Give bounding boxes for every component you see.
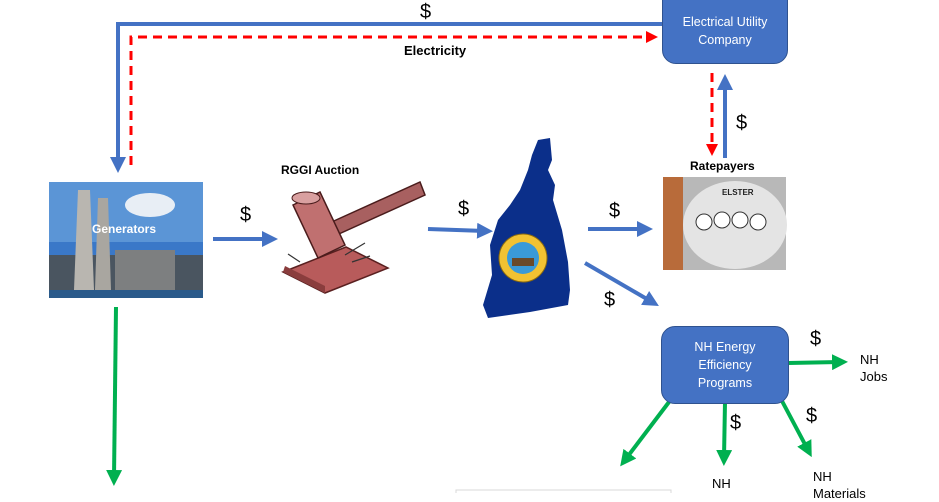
- electricity-arrow-generators-to-utility: [129, 31, 658, 165]
- green-arrow-to-materials: [780, 400, 812, 458]
- generators-label: Generators: [92, 222, 157, 236]
- generators-photo: [49, 182, 203, 298]
- dollar-generators-auction: $: [240, 204, 252, 226]
- dollar-materials: $: [806, 405, 818, 427]
- new-hampshire-map: [483, 138, 570, 318]
- ratepayers-label: Ratepayers: [690, 159, 755, 173]
- utility-company-label: Electrical Utility Company: [682, 15, 768, 47]
- green-arrow-down: [716, 401, 733, 466]
- green-arrow-generators-down: [106, 306, 123, 486]
- dollar-nh-ratepayers: $: [609, 200, 621, 222]
- money-arrow-utility-to-generators: [110, 22, 663, 173]
- meter-brand-text: ELSTER: [722, 188, 754, 197]
- dollar-jobs: $: [810, 328, 822, 350]
- dollar-auction-nh: $: [458, 198, 470, 220]
- dollar-down: $: [730, 412, 742, 434]
- dollar-ratepayers-utility: $: [736, 112, 748, 134]
- dollar-top: $: [420, 1, 432, 23]
- green-arrow-to-jobs: [787, 354, 848, 371]
- efficiency-programs-label: NH Energy Efficiency Programs: [694, 340, 756, 390]
- nh-jobs-label: NH Jobs: [860, 352, 888, 384]
- green-arrow-left-down: [620, 400, 671, 467]
- bottom-box-edge: [455, 489, 672, 493]
- efficiency-programs-node[interactable]: NH Energy Efficiency Programs: [661, 326, 789, 404]
- electric-meter-photo: ELSTER: [663, 177, 787, 270]
- money-arrow-nh-to-efficiency: [583, 261, 659, 307]
- utility-company-node[interactable]: Electrical Utility Company: [662, 0, 788, 64]
- money-arrow-auction-to-nh: [427, 222, 493, 239]
- electricity-label: Electricity: [404, 43, 467, 58]
- nh-materials-label: NH Materials: [813, 469, 866, 501]
- auction-label: RGGI Auction: [281, 163, 360, 177]
- dollar-nh-efficiency: $: [604, 289, 616, 311]
- gavel-icon: [281, 180, 426, 294]
- nh-bottom-label: NH: [712, 476, 731, 491]
